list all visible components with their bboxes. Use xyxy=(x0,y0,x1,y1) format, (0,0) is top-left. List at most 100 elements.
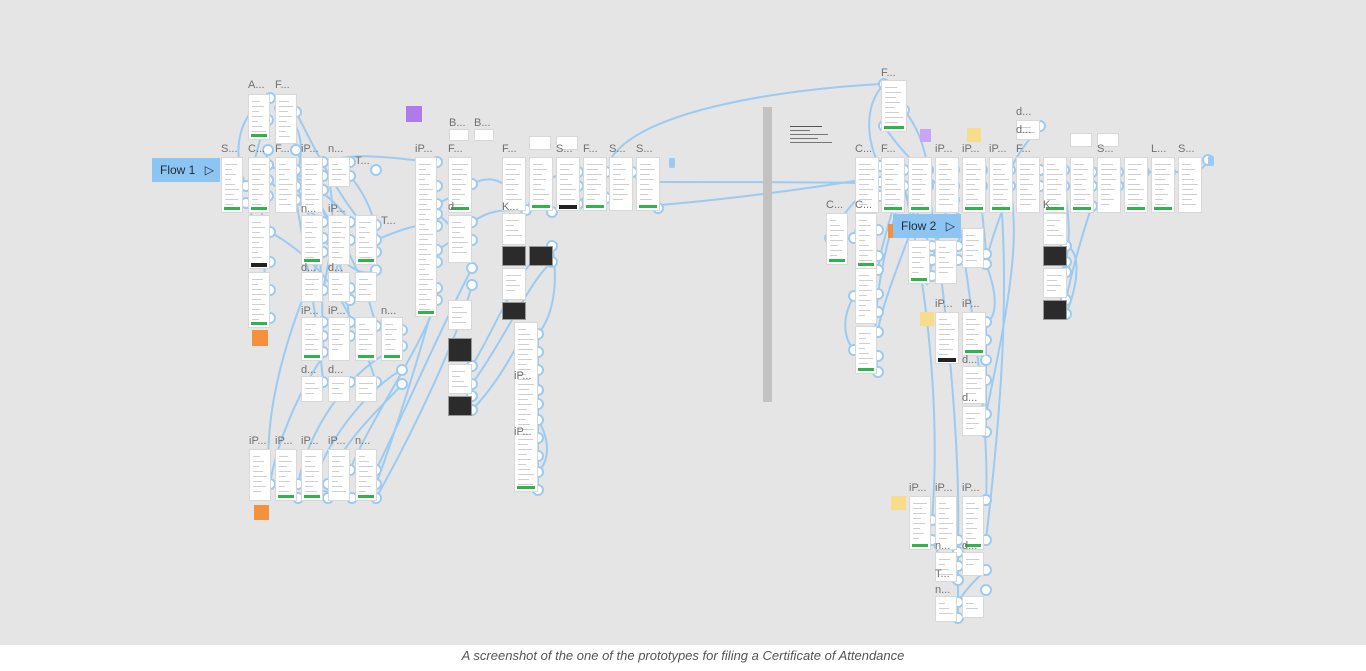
frame[interactable] xyxy=(474,129,494,141)
connector-node[interactable] xyxy=(396,364,408,376)
keyboard-frame[interactable] xyxy=(502,246,526,266)
sticky-note[interactable] xyxy=(891,496,906,510)
keyboard-frame[interactable] xyxy=(448,338,472,362)
frame[interactable] xyxy=(556,157,580,211)
frame[interactable] xyxy=(609,157,633,211)
frame[interactable] xyxy=(301,449,323,501)
frame[interactable] xyxy=(1043,157,1067,213)
frame[interactable] xyxy=(328,317,350,361)
keyboard-frame[interactable] xyxy=(529,246,553,266)
keyboard-frame[interactable] xyxy=(502,302,526,320)
prototype-canvas[interactable]: A... F... S... C... F... iP... n... T...… xyxy=(0,0,1366,645)
connector-node[interactable] xyxy=(370,164,382,176)
frame[interactable] xyxy=(355,317,377,361)
frame[interactable] xyxy=(556,136,578,150)
frame[interactable] xyxy=(962,596,984,618)
frame[interactable] xyxy=(826,213,848,265)
frame[interactable] xyxy=(275,449,297,501)
frame[interactable] xyxy=(448,364,472,394)
connector-node[interactable] xyxy=(396,378,408,390)
frame[interactable] xyxy=(415,157,437,317)
frame[interactable] xyxy=(962,312,986,356)
sticky-note[interactable] xyxy=(920,129,931,142)
frame[interactable] xyxy=(355,376,377,402)
flow-2-badge[interactable]: Flow 2 ▷ xyxy=(893,214,961,238)
frame[interactable] xyxy=(448,300,472,330)
keyboard-frame[interactable] xyxy=(1043,300,1067,320)
frame[interactable] xyxy=(514,322,538,492)
frame[interactable] xyxy=(328,376,350,402)
frame[interactable] xyxy=(636,157,660,211)
frame[interactable] xyxy=(301,376,323,402)
keyboard-frame[interactable] xyxy=(1043,246,1067,266)
frame[interactable] xyxy=(301,215,323,265)
connector-node[interactable] xyxy=(290,144,302,156)
frame[interactable] xyxy=(328,215,350,265)
connector-node[interactable] xyxy=(466,262,478,274)
frame[interactable] xyxy=(328,272,350,302)
frame[interactable] xyxy=(1043,213,1067,245)
sticky-note[interactable] xyxy=(252,330,268,346)
frame[interactable] xyxy=(248,215,270,269)
connector-node[interactable] xyxy=(980,354,992,366)
frame[interactable] xyxy=(301,157,323,213)
sticky-note[interactable] xyxy=(967,128,981,142)
frame[interactable] xyxy=(1070,157,1094,213)
frame[interactable] xyxy=(881,157,905,213)
frame[interactable] xyxy=(502,268,526,300)
frame[interactable] xyxy=(855,268,877,324)
frame[interactable] xyxy=(962,228,984,268)
frame[interactable] xyxy=(935,240,957,284)
frame[interactable] xyxy=(1043,268,1067,298)
play-triangle-icon[interactable]: ▷ xyxy=(204,163,214,177)
frame[interactable] xyxy=(355,215,377,265)
frame[interactable] xyxy=(301,317,323,361)
sticky-note[interactable] xyxy=(254,505,269,520)
frame[interactable] xyxy=(855,326,877,374)
frame[interactable] xyxy=(908,157,932,213)
keyboard-frame[interactable] xyxy=(448,396,472,416)
frame[interactable] xyxy=(935,157,959,213)
frame[interactable] xyxy=(502,157,526,211)
frame[interactable] xyxy=(1178,157,1202,213)
frame[interactable] xyxy=(355,272,377,302)
frame[interactable] xyxy=(1151,157,1175,213)
frame[interactable] xyxy=(1070,133,1092,147)
frame[interactable] xyxy=(855,157,879,213)
frame[interactable] xyxy=(328,449,350,501)
frame[interactable] xyxy=(962,552,984,576)
frame[interactable] xyxy=(248,94,270,140)
frame[interactable] xyxy=(962,366,986,404)
frame[interactable] xyxy=(962,496,984,550)
flow-1-badge[interactable]: Flow 1 ▷ xyxy=(152,158,220,182)
connector-node[interactable] xyxy=(980,584,992,596)
frame[interactable] xyxy=(301,272,323,302)
connector-node[interactable] xyxy=(262,144,274,156)
frame[interactable] xyxy=(583,157,607,211)
frame[interactable] xyxy=(909,496,931,550)
frame[interactable] xyxy=(1097,157,1121,213)
frame[interactable] xyxy=(935,312,959,364)
frame[interactable] xyxy=(881,80,907,132)
frame[interactable] xyxy=(529,157,553,211)
sticky-note[interactable] xyxy=(888,224,896,238)
frame[interactable] xyxy=(248,157,270,213)
frame[interactable] xyxy=(935,496,957,550)
frame[interactable] xyxy=(935,596,957,622)
frame[interactable] xyxy=(448,157,472,213)
frame[interactable] xyxy=(1016,157,1040,213)
frame[interactable] xyxy=(248,272,270,328)
frame[interactable] xyxy=(989,157,1013,213)
frame[interactable] xyxy=(962,157,986,213)
frame[interactable] xyxy=(355,449,377,501)
frame[interactable] xyxy=(448,215,472,263)
frame[interactable] xyxy=(908,240,930,284)
frame[interactable] xyxy=(449,129,469,141)
frame[interactable] xyxy=(1016,120,1040,140)
frame[interactable] xyxy=(328,157,350,187)
frame[interactable] xyxy=(1097,133,1119,147)
frame[interactable] xyxy=(529,136,551,150)
frame[interactable] xyxy=(855,213,877,269)
frame[interactable] xyxy=(275,157,297,213)
sticky-note[interactable] xyxy=(920,312,934,326)
